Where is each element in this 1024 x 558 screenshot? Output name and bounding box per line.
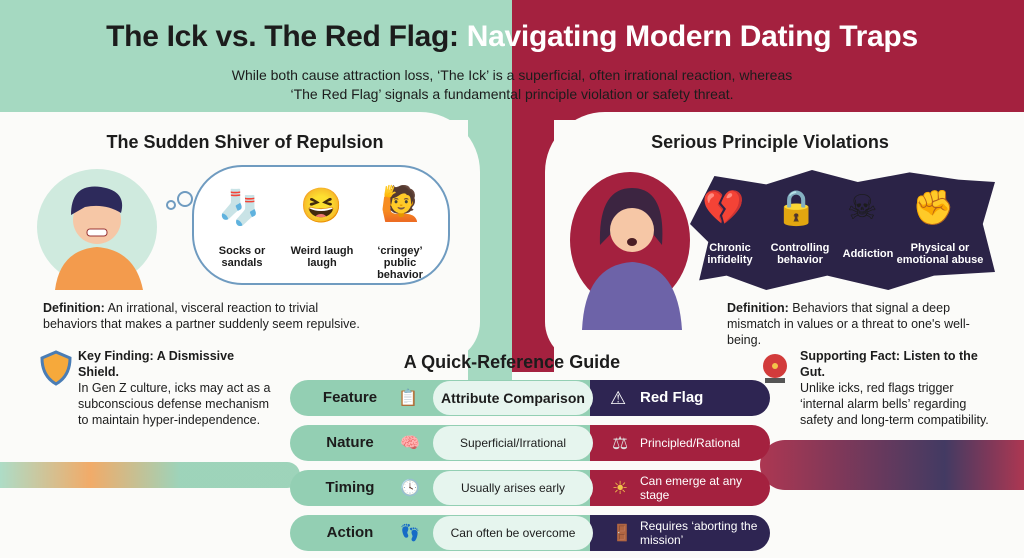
guide-row: Action 👣 Can often be overcome 🚪 Require… — [290, 515, 770, 551]
worried-person-illustration — [570, 172, 690, 330]
feature-label: Action — [326, 524, 374, 541]
exit-door-icon: 🚪 — [612, 525, 632, 542]
red-flag-example: Controlling behavior — [770, 242, 830, 266]
subtitle: While both cause attraction loss, ‘The I… — [231, 67, 793, 102]
ick-background — [0, 0, 512, 120]
footprints-icon: 👣 — [400, 525, 420, 542]
socks-sandals-icon: 🧦 — [218, 189, 261, 227]
red-flag-example: Chronic infidelity — [707, 242, 753, 266]
key-finding: Key Finding: A Dismissive Shield.In Gen … — [78, 349, 271, 427]
ick-cell: Can often be overcome — [433, 516, 593, 550]
feature-label: Timing — [325, 479, 375, 496]
red-flag-heading: Serious Principle Violations — [651, 132, 889, 152]
feature-label: Feature — [322, 389, 378, 406]
red-flag-example: Addiction — [842, 248, 894, 260]
ick-example: Socks or sandals — [218, 245, 266, 269]
red-flag-definition: Definition: Behaviors that signal a deep… — [727, 301, 970, 347]
alarm-bell-icon — [763, 354, 787, 383]
red-flag-background — [512, 0, 1024, 120]
red-flag-examples-burst — [690, 170, 995, 290]
laughing-face-icon: 😆 — [300, 187, 343, 225]
ick-example: Weird laugh laugh — [290, 245, 354, 269]
shield-icon — [40, 350, 72, 386]
broken-heart-icon: 💔 — [702, 189, 745, 227]
red-flag-cell: Requires ‘aborting the mission’ — [640, 519, 758, 547]
red-flag-cell: Principled/Rational — [640, 436, 741, 450]
thought-bubble-icon — [166, 191, 193, 210]
red-flag-example: Physical or emotional abuse — [896, 242, 984, 266]
brain-icon: 🧠 — [400, 435, 420, 452]
ick-cell: Usually arises early — [433, 471, 593, 505]
guide-row: Nature 🧠 Superficial/Irrational ⚖ Princi… — [290, 425, 770, 461]
disgusted-person-illustration — [37, 169, 157, 290]
red-flag-flow-ribbon — [760, 440, 1024, 490]
poison-bottle-icon: ☠ — [847, 189, 878, 227]
fist-icon: ✊ — [912, 189, 955, 227]
red-flag-cell: Red Flag — [640, 389, 704, 406]
ick-cell: Attribute Comparison — [433, 381, 593, 415]
guide-title: A Quick-Reference Guide — [403, 352, 621, 372]
guide-row-header: Feature 📋 Attribute Comparison ⚠ Red Fla… — [290, 380, 770, 416]
page-title: The Ick vs. The Red Flag: Navigating Mod… — [106, 20, 918, 53]
ick-thought-cloud — [192, 165, 450, 285]
checklist-icon: 📋 — [398, 390, 418, 407]
scales-icon: ⚖ — [612, 433, 629, 453]
sun-icon: ☀ — [612, 478, 629, 498]
warning-icon: ⚠ — [610, 388, 627, 408]
padlock-chains-icon: 🔒 — [775, 189, 818, 227]
clock-icon: 🕓 — [400, 480, 420, 497]
supporting-fact: Supporting Fact: Listen to the Gut.Unlik… — [800, 349, 989, 427]
ick-cell: Superficial/Irrational — [433, 426, 593, 460]
ick-definition: Definition: An irrational, visceral reac… — [43, 301, 360, 331]
feature-label: Nature — [326, 434, 374, 451]
ick-example: ‘cringey’ public behavior — [377, 245, 423, 281]
red-flag-cell: Can emerge at any stage — [640, 474, 743, 502]
ick-flow-ribbon — [0, 462, 300, 488]
guide-row: Timing 🕓 Usually arises early ☀ Can emer… — [290, 470, 770, 506]
ick-heading: The Sudden Shiver of Repulsion — [106, 132, 384, 152]
cringey-person-icon: 🙋 — [380, 185, 423, 223]
